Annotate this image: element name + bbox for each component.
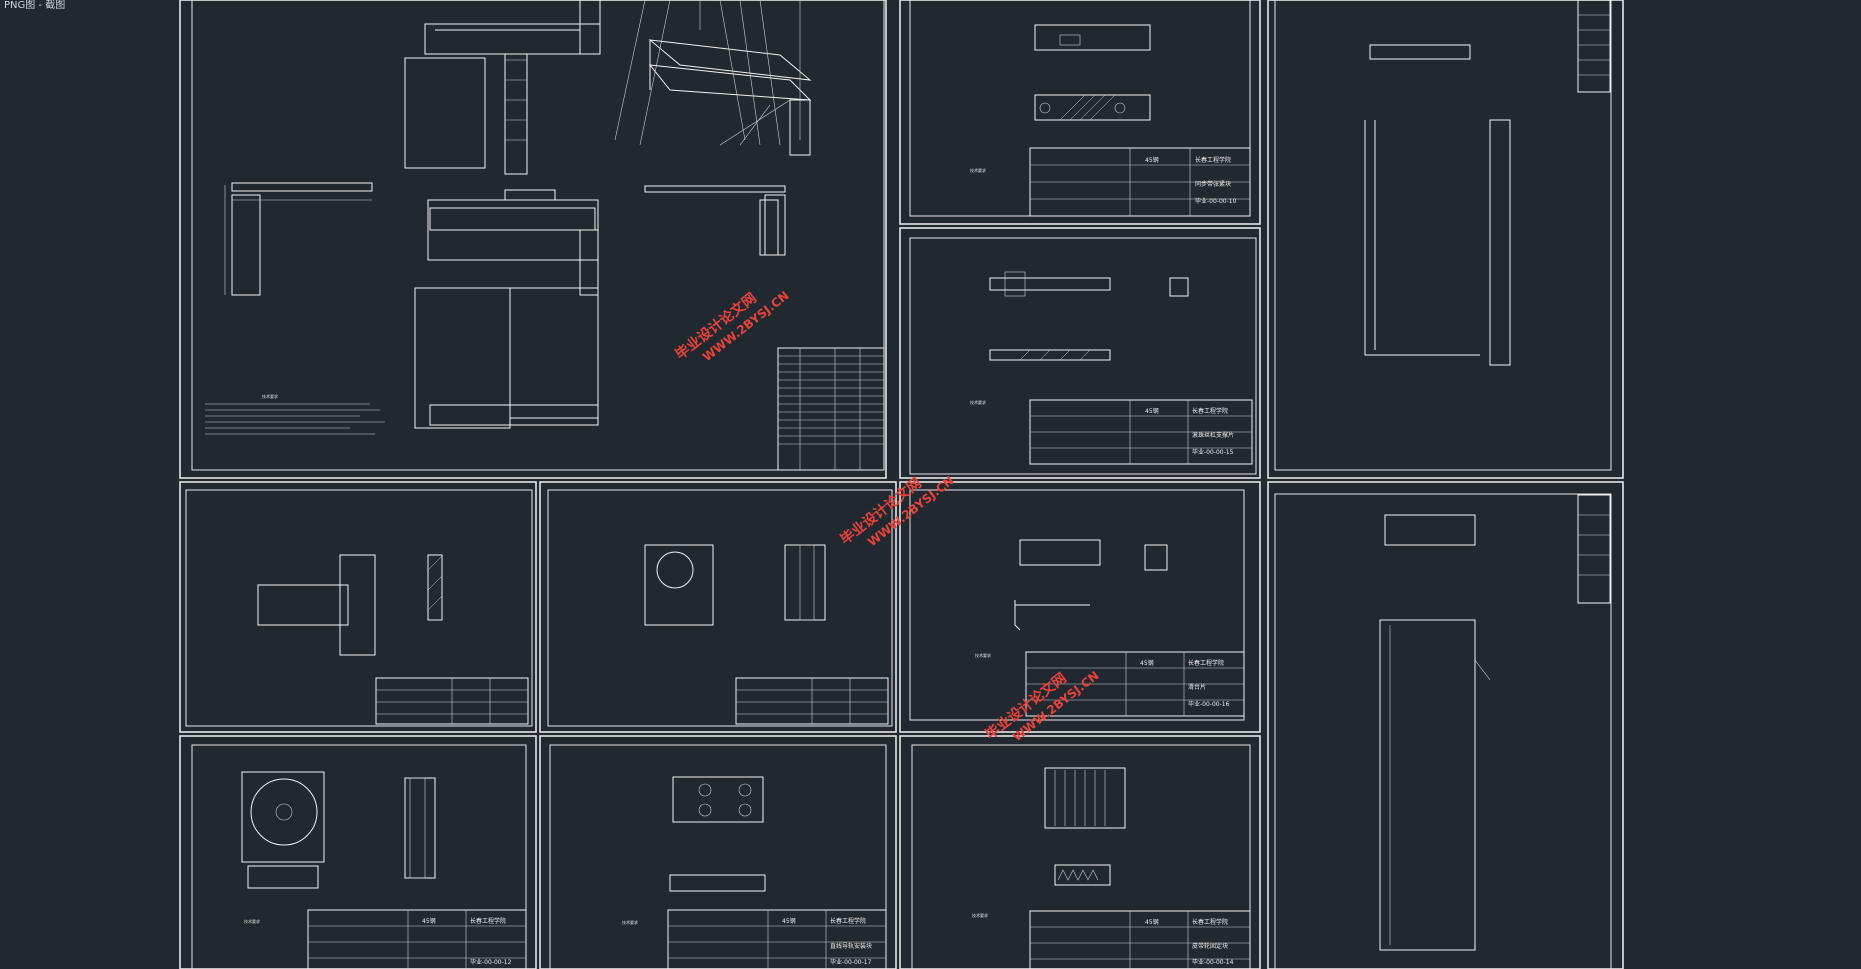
watermark-middle: 毕业设计论文网 WWW.2BYSJ.CN: [837, 473, 957, 549]
title-block-spring-seat: 45钢 长春工程学院 滚珠丝杠支撑片 毕业-00-00-15: [1029, 399, 1253, 465]
part-name: 皮带轮固定块: [1192, 942, 1228, 950]
part-clamp-drawing: [1014, 539, 1168, 631]
part-name: 滑台片: [1188, 683, 1206, 691]
drawing-code: 毕业-00-00-15: [1192, 448, 1234, 456]
part-spring-seat-drawing: [989, 271, 1189, 361]
drawing-code: 毕业-00-00-14: [1192, 958, 1234, 966]
school-name: 长春工程学院: [830, 917, 866, 925]
title-block-sync-belt: 45钢 长春工程学院 同步带张紧块 毕业-00-00-10: [1029, 147, 1251, 217]
window-title: PNG图 - 截图: [4, 0, 66, 11]
svg-text:技术要求: 技术要求: [622, 919, 638, 925]
title-block-bracket: [375, 677, 529, 725]
material-label: 45钢: [1145, 918, 1159, 926]
school-name: 长春工程学院: [1192, 918, 1228, 926]
school-name: 长春工程学院: [1192, 407, 1228, 415]
part-name: 滚珠丝杠支撑片: [1192, 431, 1234, 439]
part-motor-seat-drawing: [241, 771, 436, 889]
drawing-code: 毕业-00-00-12: [470, 958, 512, 966]
part-slide-drawing: [669, 776, 766, 892]
material-label: 45钢: [1140, 659, 1154, 667]
school-name: 长春工程学院: [1188, 659, 1224, 667]
part-name: 直线导轨安装块: [830, 942, 872, 950]
part-belt-plate-drawing: [1044, 767, 1126, 886]
tech-notes: 技术要求 技术要求 技术要求 技术要求 技术要求 技术要求: [244, 167, 991, 925]
svg-text:技术要求: 技术要求: [244, 918, 260, 924]
sheet-frames: [179, 0, 1624, 969]
material-label: 45钢: [422, 917, 436, 925]
assembly-drawing: 技术要求: [205, 0, 885, 471]
assembly-notes: 技术要求: [262, 393, 278, 399]
tall-part-drawings: [1364, 44, 1511, 951]
title-block-clamp: 45钢 长春工程学院 滑台片 毕业-00-00-16: [1025, 651, 1245, 717]
inner-frames: [185, 0, 1612, 969]
title-block-slide: 45钢 长春工程学院 直线导轨安装块 毕业-00-00-17: [667, 909, 887, 969]
school-name: 长春工程学院: [470, 917, 506, 925]
part-flange-drawing: [644, 544, 826, 626]
watermark-top: 毕业设计论文网 WWW.2BYSJ.CN: [672, 288, 792, 364]
part-name: 同步带张紧块: [1195, 180, 1231, 188]
svg-text:技术要求: 技术要求: [975, 652, 991, 658]
svg-text:技术要求: 技术要求: [970, 399, 986, 405]
svg-text:技术要求: 技术要求: [970, 167, 986, 173]
material-label: 45钢: [782, 917, 796, 925]
title-block-belt-plate: 45钢 长春工程学院 皮带轮固定块 毕业-00-00-14: [1029, 910, 1251, 969]
part-sync-belt-drawing: [1034, 24, 1151, 121]
svg-text:技术要求: 技术要求: [972, 912, 988, 918]
school-name: 长春工程学院: [1195, 156, 1231, 164]
part-bracket-drawing: [257, 554, 443, 656]
drawing-code: 毕业-00-00-10: [1195, 197, 1237, 205]
drawing-code: 毕业-00-00-17: [830, 958, 872, 966]
title-block-flange: [735, 677, 889, 725]
drawing-code: 毕业-00-00-16: [1188, 700, 1230, 708]
title-block-side-strips: [1577, 0, 1611, 604]
material-label: 45钢: [1145, 156, 1159, 164]
title-block-motor-seat: 45钢 长春工程学院 毕业-00-00-12: [307, 909, 527, 969]
material-label: 45钢: [1145, 407, 1159, 415]
